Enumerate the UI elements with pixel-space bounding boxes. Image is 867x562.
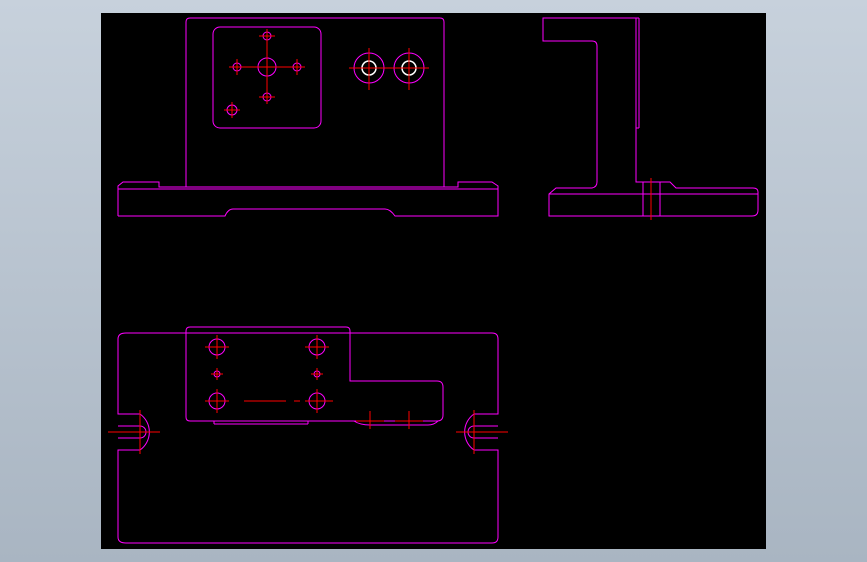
top-base-outline	[117, 332, 499, 544]
front-centerlines	[224, 29, 429, 118]
top-centerlines	[108, 335, 508, 454]
pocket-outline	[212, 26, 322, 129]
cad-viewport[interactable]	[101, 13, 766, 549]
cad-drawing	[108, 17, 759, 544]
front-view	[117, 17, 499, 217]
top-view	[108, 326, 508, 544]
upright-plate-outline	[185, 17, 445, 187]
base-outline	[117, 181, 499, 217]
top-block-outline	[185, 326, 444, 422]
